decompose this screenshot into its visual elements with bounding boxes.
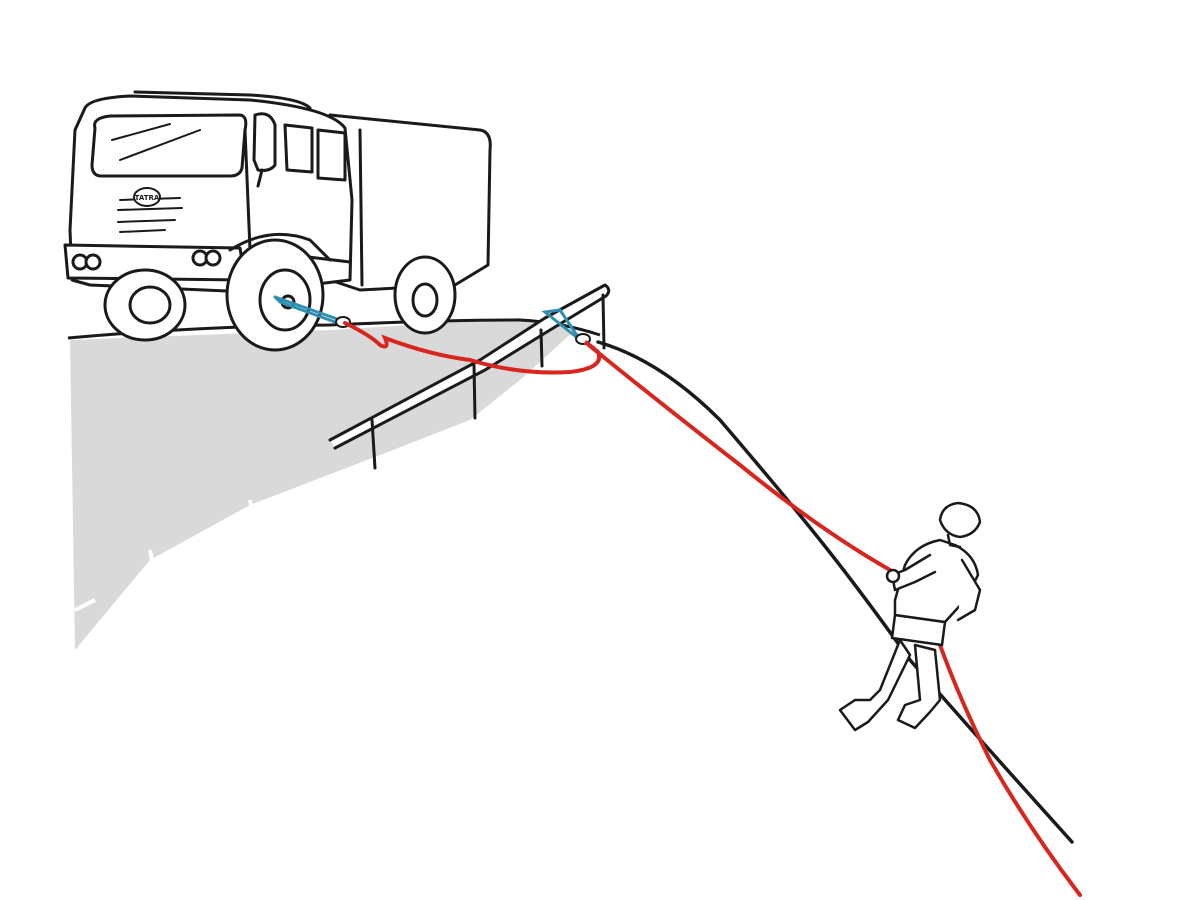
rescuer-torso <box>893 538 980 624</box>
rescuer-leg <box>896 643 942 730</box>
truck <box>63 90 492 352</box>
truck-badge: TATRA <box>133 187 161 207</box>
truck-side-window <box>316 128 347 182</box>
rescuer-arm <box>956 558 982 622</box>
rescuer-helmet <box>938 501 982 539</box>
red-rope <box>343 321 892 572</box>
truck-headlight <box>84 253 102 271</box>
railing-sling <box>541 308 582 342</box>
railing-post <box>539 328 544 368</box>
rescuer <box>838 501 982 732</box>
wall-lines <box>74 499 260 652</box>
railing-post <box>370 418 377 470</box>
rescuer-leg <box>838 638 912 732</box>
rescuer-hand <box>885 568 901 584</box>
truck-windshield <box>90 113 248 178</box>
railing-post <box>601 293 606 350</box>
railing-post <box>472 363 477 420</box>
red-rope-tail <box>938 643 1082 897</box>
truck-headlight <box>204 249 222 267</box>
black-rope <box>596 340 1074 844</box>
cliff-edge <box>67 318 601 652</box>
railing-top-bar <box>328 283 611 450</box>
ground-shadow <box>70 318 575 650</box>
truck-side-window <box>283 123 314 174</box>
anchor-slings <box>273 295 582 342</box>
truck-badge-text: TATRA <box>135 194 160 202</box>
railing <box>328 283 611 470</box>
wheel-sling <box>273 295 342 324</box>
truck-mirror <box>252 112 277 172</box>
